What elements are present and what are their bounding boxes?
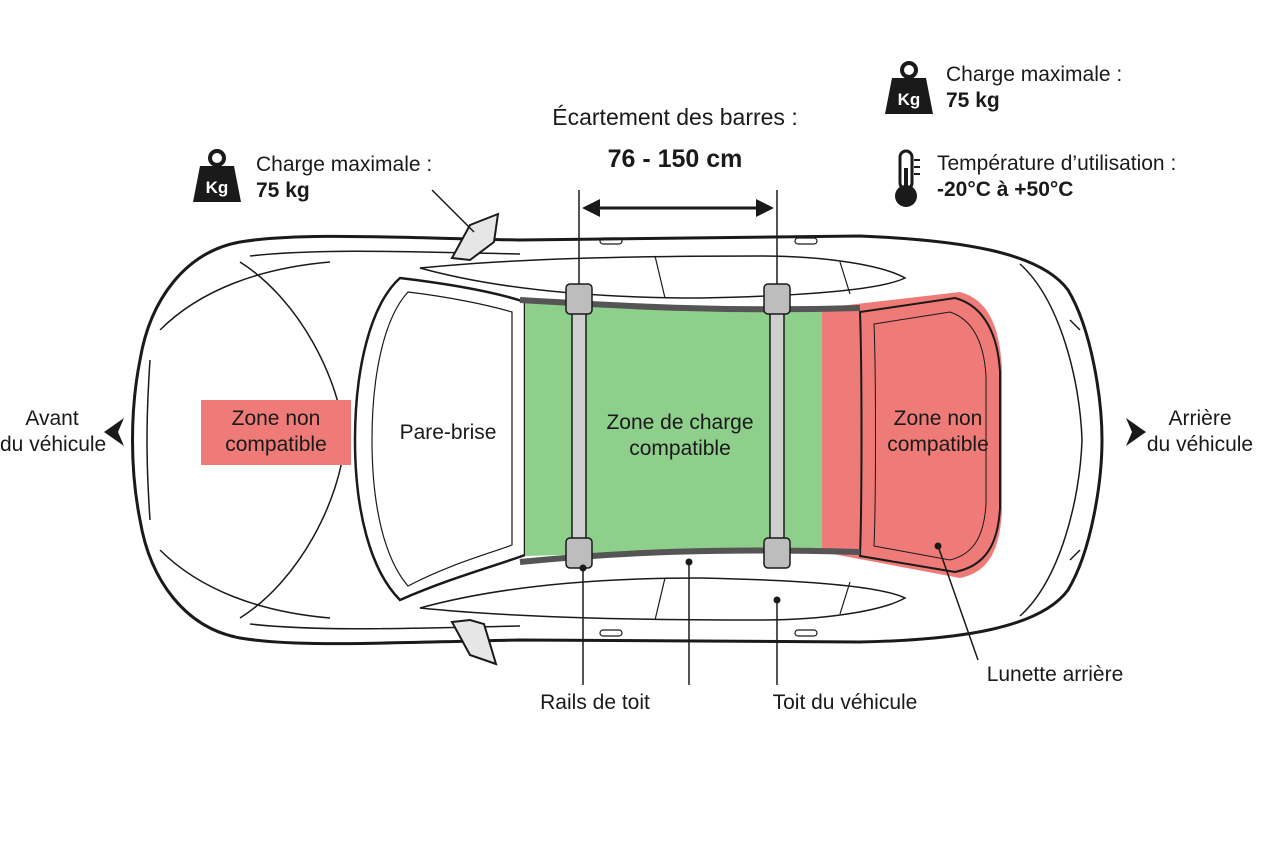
rear-window-leader-dot — [934, 542, 942, 550]
front-label-line1: Avant — [25, 407, 79, 430]
weight-kg-icon: Kg — [193, 149, 241, 202]
spacing-title: Écartement des barres : — [552, 104, 798, 130]
side-window-bottom — [419, 577, 907, 621]
crossbar-foot — [565, 537, 593, 569]
temperature-title: Température d’utilisation : — [937, 152, 1177, 175]
load-zone-label-line2: compatible — [629, 437, 731, 460]
rear-arrow-icon — [1126, 418, 1146, 446]
load-zone-label-line1: Zone de charge — [606, 411, 754, 434]
door-handle — [599, 237, 623, 245]
load-left-value: 75 kg — [256, 179, 310, 202]
crossbar-front — [571, 299, 587, 557]
hood-lines — [146, 261, 346, 619]
rear-window-label: Lunette arrière — [986, 663, 1124, 686]
thermometer-icon — [895, 149, 920, 207]
door-lines — [654, 255, 851, 621]
roof-rails-leader-dot — [579, 564, 587, 572]
rear-label-line1: Arrière — [1168, 407, 1232, 430]
door-handle — [794, 237, 818, 245]
door-handle — [794, 629, 818, 637]
windshield-label: Pare-brise — [399, 421, 497, 444]
windshield — [353, 276, 527, 602]
svg-text:Kg: Kg — [898, 90, 921, 109]
mirror-leader-line — [431, 189, 475, 233]
load-left-title: Charge maximale : — [256, 153, 433, 176]
hood-zone-label-line1: Zone non — [231, 407, 321, 430]
svg-text:Kg: Kg — [206, 178, 229, 197]
roof-rail-top — [519, 297, 861, 313]
rear-window-zone-label-line2: compatible — [887, 433, 989, 456]
rear-window — [858, 296, 1001, 574]
hood-incompatible-zone — [201, 400, 351, 465]
load-right-value: 75 kg — [946, 89, 1000, 112]
rear-window-inner — [873, 311, 987, 561]
arrow-right-head — [756, 199, 774, 217]
crossbar-foot — [763, 537, 791, 569]
vehicle-roof-label: Toit du véhicule — [772, 691, 918, 714]
temperature-value: -20°C à +50°C — [937, 178, 1074, 201]
arrow-left-head — [582, 199, 600, 217]
roof-rail-bottom — [519, 547, 861, 565]
side-mirror-bottom — [450, 618, 498, 666]
crossbar-foot — [565, 283, 593, 315]
windshield-inner — [371, 291, 513, 587]
rear-window-incompatible-zone — [822, 292, 1002, 578]
rear-window-leader-line — [937, 545, 979, 661]
trunk-lines — [1019, 263, 1083, 617]
hood-zone-label-line2: compatible — [225, 433, 327, 456]
load-right-title: Charge maximale : — [946, 63, 1123, 86]
compatible-load-zone — [525, 302, 825, 556]
roof-rails-label: Rails de toit — [540, 691, 650, 714]
roof-rails-leader-dot — [685, 558, 693, 566]
crossbar-rear — [769, 299, 785, 557]
vehicle-roof-leader-dot — [773, 596, 781, 604]
weight-kg-icon: Kg — [885, 61, 933, 114]
front-arrow-icon — [104, 418, 124, 446]
rear-label-line2: du véhicule — [1146, 433, 1254, 456]
spacing-value: 76 - 150 cm — [607, 145, 743, 173]
side-mirror-top — [450, 212, 500, 262]
door-handle — [599, 629, 623, 637]
rear-window-zone-label-line1: Zone non — [893, 407, 983, 430]
crossbar-foot — [763, 283, 791, 315]
front-label-line2: du véhicule — [0, 433, 107, 456]
